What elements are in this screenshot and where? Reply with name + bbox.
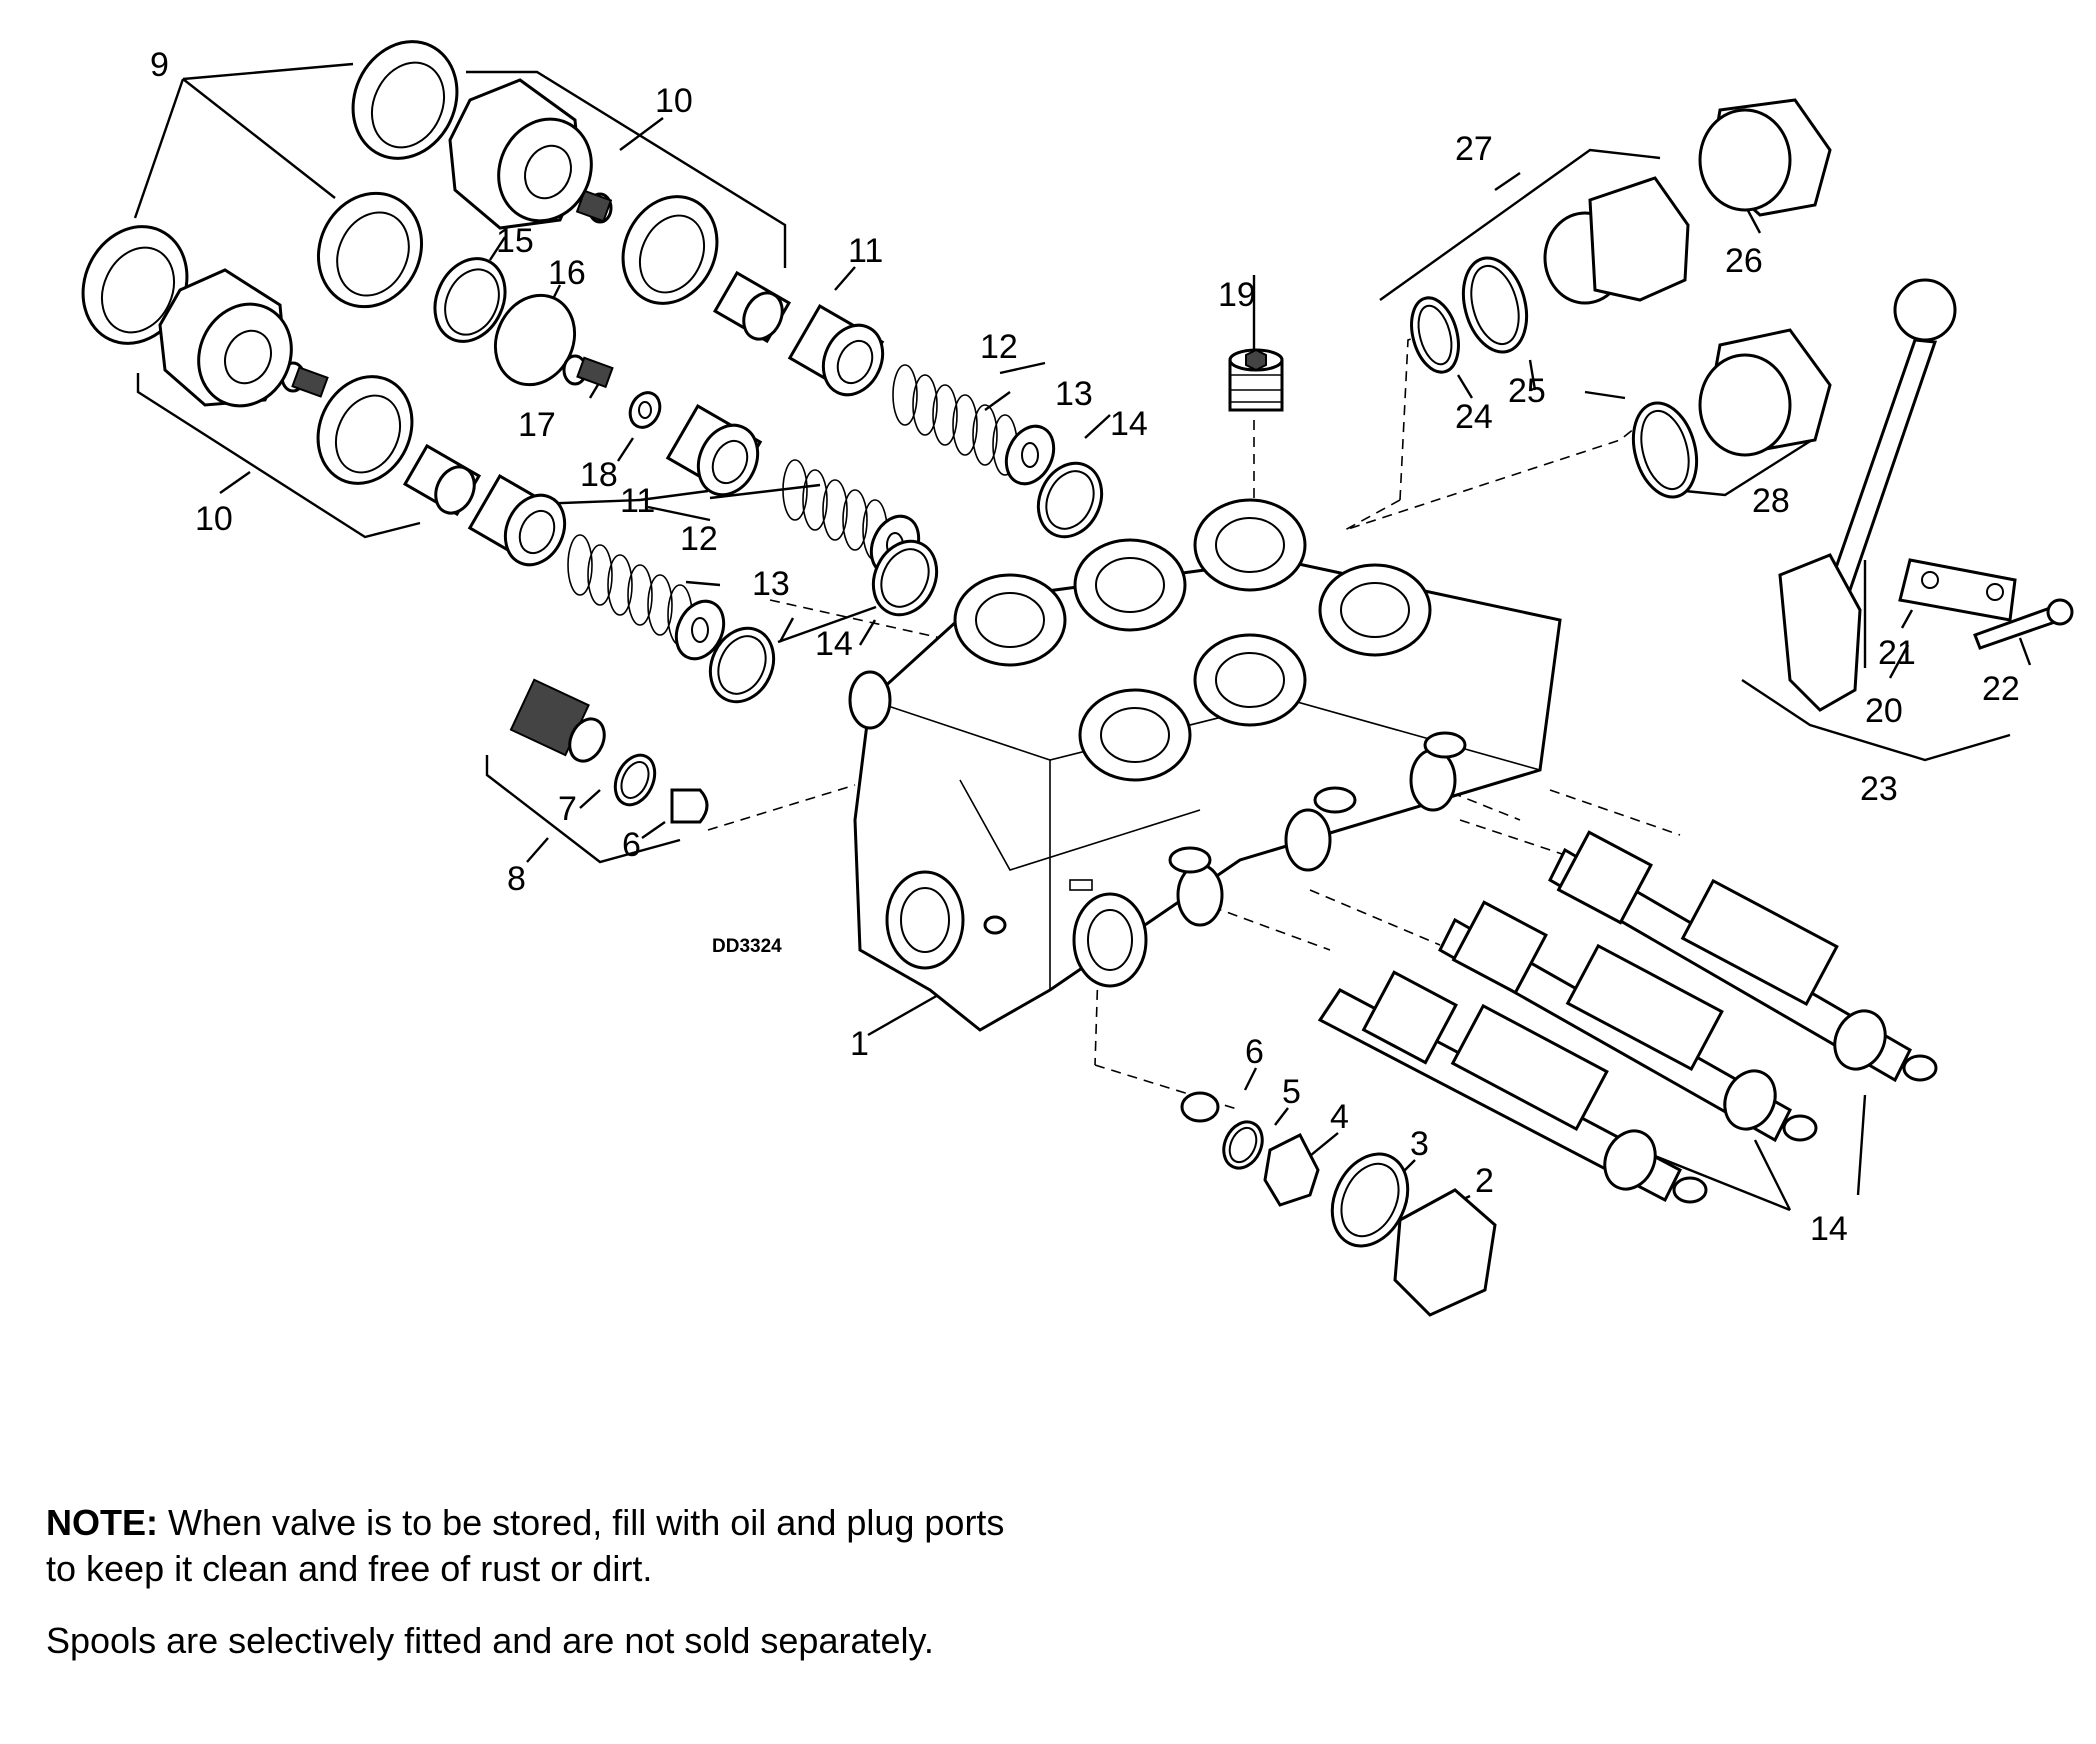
callout-13: 13	[1055, 375, 1093, 413]
callout-6: 6	[622, 826, 641, 864]
callout-11: 11	[620, 482, 655, 520]
spool-note: Spools are selectively fitted and are no…	[46, 1620, 934, 1661]
callouts: 9 10 10 15 16 17 18 11 11 12 12 13 13 14…	[150, 46, 2020, 1248]
lever-assembly	[1778, 278, 2074, 712]
spool-caps	[402, 270, 885, 567]
spools	[1317, 830, 1938, 1204]
relief-valve-bodies	[158, 78, 593, 408]
callout-20: 20	[1865, 692, 1903, 730]
callout-6: 6	[1245, 1033, 1264, 1071]
callout-21: 21	[1878, 634, 1916, 672]
callout-2: 2	[1475, 1162, 1494, 1200]
diagram-code: DD3324	[712, 936, 782, 957]
callout-13: 13	[752, 565, 790, 603]
callout-11: 11	[848, 232, 883, 270]
callout-12: 12	[980, 328, 1018, 366]
callout-15: 15	[496, 222, 534, 260]
callout-22: 22	[1982, 670, 2020, 708]
callout-12: 12	[680, 520, 718, 558]
callout-14: 14	[1110, 405, 1148, 443]
callout-24: 24	[1455, 398, 1493, 436]
callout-1: 1	[850, 1025, 869, 1063]
callout-14: 14	[1810, 1210, 1848, 1248]
bottom-plugs	[1180, 1091, 1497, 1317]
callout-17: 17	[518, 406, 556, 444]
plug-19	[1228, 348, 1284, 412]
callout-10: 10	[195, 500, 233, 538]
callout-25: 25	[1508, 372, 1546, 410]
callout-3: 3	[1410, 1125, 1429, 1163]
storage-note: NOTE: When valve is to be stored, fill w…	[46, 1500, 1006, 1592]
notes-section: NOTE: When valve is to be stored, fill w…	[46, 1500, 1006, 1690]
note-text: When valve is to be stored, fill with oi…	[46, 1502, 1005, 1589]
callout-28: 28	[1752, 482, 1790, 520]
detent-parts	[509, 678, 709, 824]
callout-4: 4	[1330, 1098, 1349, 1136]
callout-8: 8	[507, 860, 526, 898]
callout-18: 18	[580, 456, 618, 494]
callout-7: 7	[558, 790, 577, 828]
callout-26: 26	[1725, 242, 1763, 280]
callout-19: 19	[1218, 276, 1256, 314]
callout-10: 10	[655, 82, 693, 120]
callout-27: 27	[1455, 130, 1493, 168]
callout-9: 9	[150, 46, 169, 84]
note-heading: NOTE:	[46, 1502, 158, 1543]
callout-16: 16	[548, 254, 586, 292]
port-fittings	[1410, 98, 1832, 499]
upper-left-seals	[81, 40, 719, 485]
callout-23: 23	[1860, 770, 1898, 808]
valve-body	[848, 498, 1562, 1032]
springs-and-rings	[567, 364, 1104, 704]
callout-5: 5	[1282, 1073, 1301, 1111]
callout-14: 14	[815, 625, 853, 663]
